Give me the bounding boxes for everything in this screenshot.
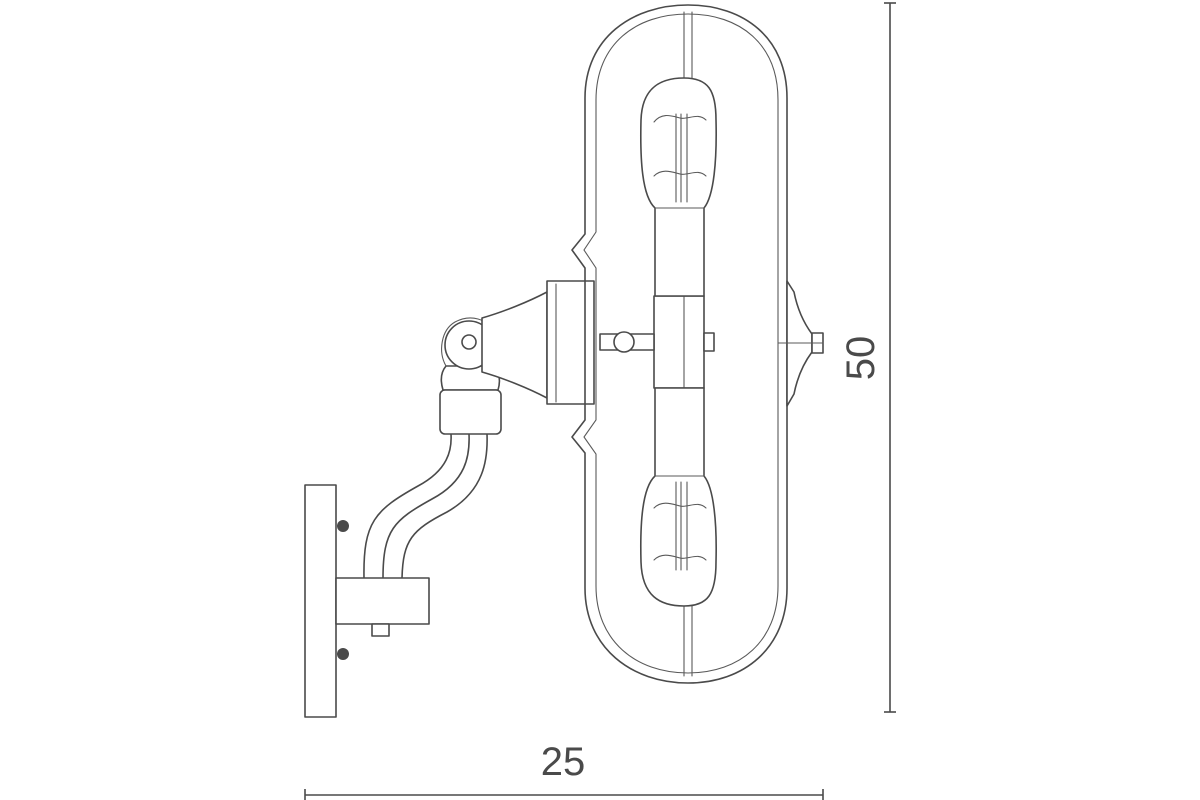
dimension-height: 50 [839, 2, 896, 713]
arm-base-pin [371, 623, 390, 637]
bulb-lower [639, 387, 717, 607]
width-label: 25 [541, 740, 586, 784]
height-label: 50 [839, 336, 883, 381]
connector-knob [613, 331, 635, 353]
dimension-width: 25 [304, 740, 824, 800]
bulb-upper [639, 77, 717, 297]
arm-base-block [335, 577, 430, 637]
socket-hub [599, 295, 715, 389]
mounting-screw-top [337, 520, 349, 532]
joint-pivot-inner [461, 334, 477, 350]
mounting-screw-bottom [337, 648, 349, 660]
mounting-bracket [481, 280, 595, 405]
shade-finial [777, 280, 824, 407]
curved-arm [363, 433, 488, 579]
wall-plate [304, 484, 349, 718]
